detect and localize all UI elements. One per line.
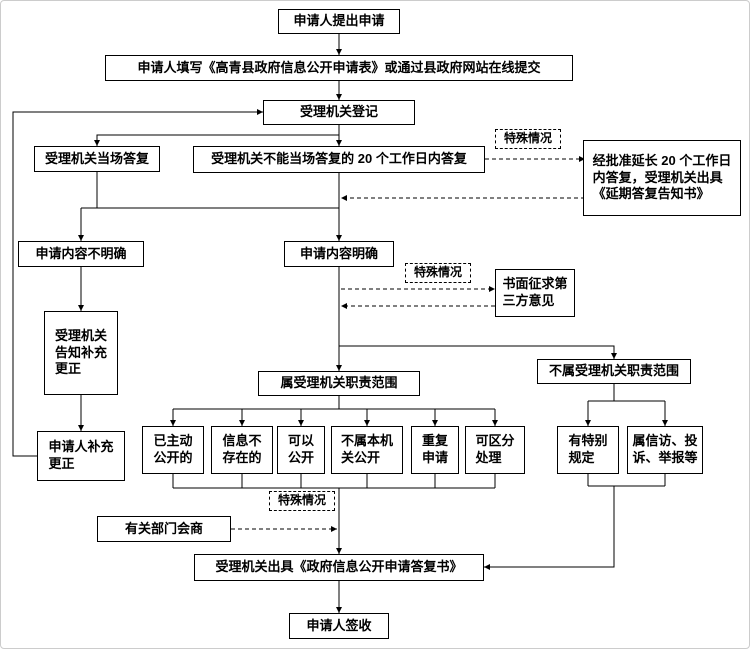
node-reply-within-20-days: 受理机关不能当场答复的 20 个工作日内答复: [193, 146, 485, 173]
node-repeat-application: 重复 申请: [411, 426, 459, 474]
node-applicant-supplement: 申请人补充 更正: [37, 431, 125, 481]
node-notify-supplement: 受理机关 告知补充 更正: [44, 311, 118, 395]
node-already-public: 已主动 公开的: [142, 426, 204, 474]
node-outside-authority-scope: 不属受理机关职责范围: [537, 359, 691, 384]
node-not-this-authority: 不属本机 关公开: [331, 426, 403, 474]
node-can-disclose: 可以 公开: [277, 426, 325, 474]
node-issue-reply-document: 受理机关出具《政府信息公开申请答复书》: [194, 554, 484, 581]
node-third-party-opinion: 书面征求第 三方意见: [495, 269, 575, 317]
node-special-provisions: 有特别 规定: [557, 426, 619, 474]
node-fill-application-form: 申请人填写《高青县政府信息公开申请表》或通过县政府网站在线提交: [105, 55, 573, 81]
node-info-not-exist: 信息不 存在的: [211, 426, 273, 474]
node-extension-20-days: 经批准延长 20 个工作日 内答复，受理机关出具 《延期答复告知书》: [583, 140, 741, 216]
node-within-authority-scope: 属受理机关职责范围: [258, 371, 420, 396]
label-special-case-1: 特殊情况: [495, 129, 561, 149]
node-onsite-reply: 受理机关当场答复: [34, 146, 160, 172]
node-applicant-sign-receipt: 申请人签收: [289, 613, 389, 639]
node-separable-handling: 可区分 处理: [465, 426, 525, 474]
node-applicant-submit: 申请人提出申请: [278, 9, 400, 34]
node-content-unclear: 申请内容不明确: [18, 241, 144, 267]
node-authority-register: 受理机关登记: [263, 100, 415, 125]
label-special-case-3: 特殊情况: [269, 491, 335, 511]
node-petition-complaint: 属信访、投 诉、举报等: [627, 426, 703, 474]
node-content-clear: 申请内容明确: [284, 241, 394, 267]
node-department-consultation: 有关部门会商: [97, 516, 231, 542]
label-special-case-2: 特殊情况: [405, 263, 471, 283]
